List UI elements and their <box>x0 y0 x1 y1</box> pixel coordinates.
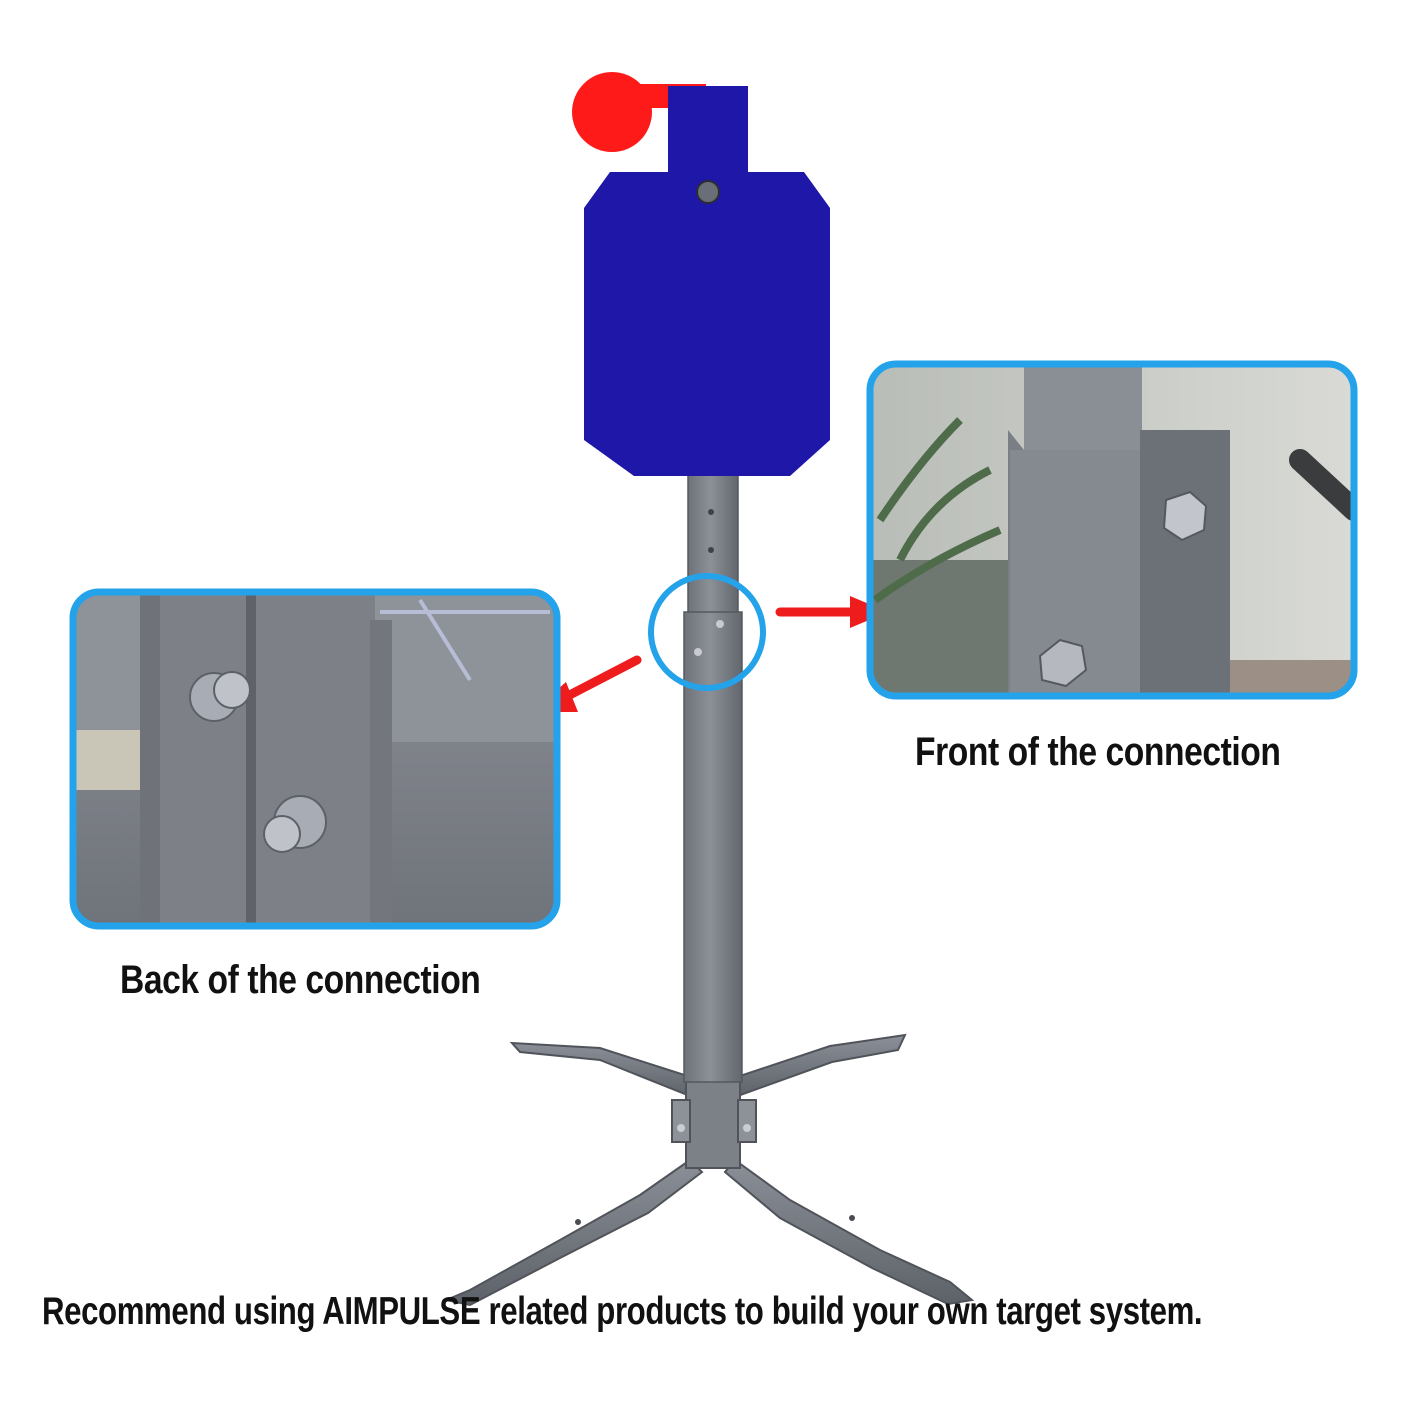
stand-leg-back-left <box>509 1041 702 1100</box>
detail-hex-bolt <box>1162 490 1208 542</box>
stand-hub-bracket-left <box>671 1099 691 1143</box>
post-bolt <box>716 620 724 628</box>
back-callout-frame <box>69 588 561 930</box>
stand-leg-front-left <box>442 1158 704 1307</box>
steel-target <box>572 72 830 476</box>
back-connection-caption: Back of the connection <box>120 958 481 1002</box>
detail-nut <box>263 815 301 853</box>
leg-hole <box>575 1219 581 1225</box>
popper-disc <box>572 72 652 152</box>
back-connection-photo <box>69 588 561 930</box>
post-hole <box>708 547 714 553</box>
connection-highlight-circle <box>648 573 766 691</box>
target-mount-bolt <box>696 180 720 204</box>
hub-bolt <box>743 1124 751 1132</box>
target-plate <box>584 86 830 476</box>
post-hole <box>708 509 714 515</box>
detail-nut <box>213 671 251 709</box>
detail-hex-bolt <box>1038 638 1088 688</box>
stand-leg-back-right <box>726 1033 907 1100</box>
stand-post <box>683 469 743 1083</box>
front-connection-caption: Front of the connection <box>915 730 1281 774</box>
recommendation-caption: Recommend using AIMPULSE related product… <box>42 1290 1203 1333</box>
front-connection-photo <box>866 360 1358 700</box>
upper-post <box>687 469 739 621</box>
stand-leg-front-right <box>723 1158 975 1306</box>
hub-bolt <box>677 1124 685 1132</box>
stand-hub-bracket-right <box>737 1099 757 1143</box>
post-bolt <box>694 648 702 656</box>
leg-hole <box>849 1215 855 1221</box>
front-callout-frame <box>866 360 1358 700</box>
